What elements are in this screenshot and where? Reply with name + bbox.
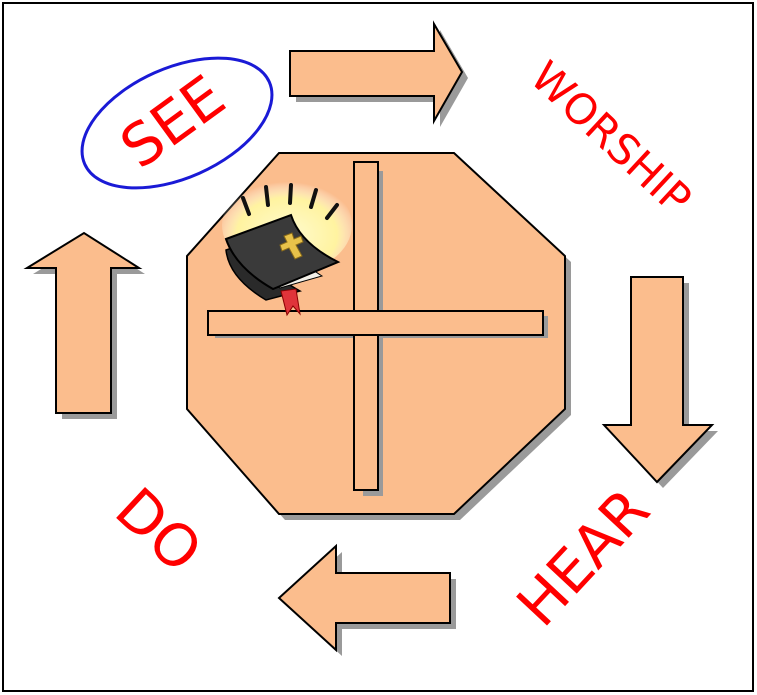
diagram-canvas: SEE WORSHIP HEAR DO [0, 0, 757, 695]
